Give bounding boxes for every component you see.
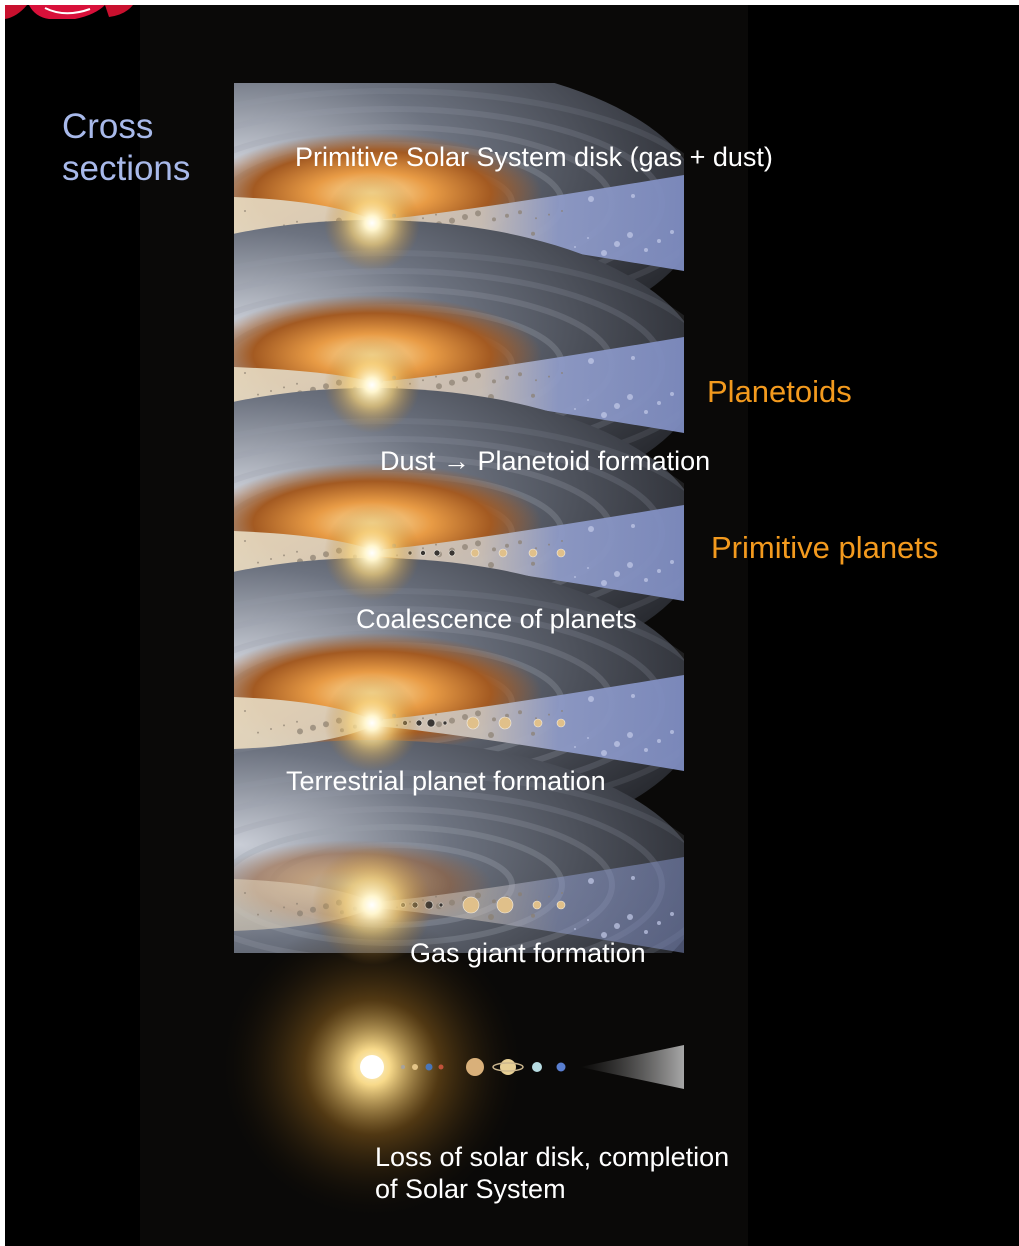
kuiper-belt	[580, 1045, 684, 1089]
disk-cross-section-4	[234, 675, 684, 771]
stage-label-gas-giant-formation: Gas giant formation	[410, 938, 646, 968]
final-planet-1	[401, 1065, 405, 1069]
planet-row3-4	[442, 720, 448, 726]
disk-cross-section-1	[234, 175, 684, 271]
disk-cross-section-2	[234, 337, 684, 433]
final-planet-4	[438, 1064, 444, 1070]
planet-row2-7	[528, 548, 538, 558]
planet-row4-7	[532, 900, 542, 910]
planet-row2-2	[420, 550, 426, 556]
sun-planetoid-formation	[324, 337, 420, 433]
disk-cross-section-3	[234, 505, 684, 601]
saturn-ring	[492, 1062, 524, 1072]
stage-label-completion-line2: of Solar System	[375, 1174, 566, 1205]
stage-label-terrestrial-formation: Terrestrial planet formation	[286, 766, 606, 796]
planet-row4-8	[556, 900, 566, 910]
planet-row2-5	[470, 548, 480, 558]
annotation-planetoids: Planetoids	[707, 374, 852, 409]
final-planet-2	[412, 1064, 418, 1070]
planet-row2-4	[448, 549, 456, 557]
stage-label-planetoid-formation: Dust → Planetoid formation	[380, 446, 711, 476]
slide: Cross sections Primitive Solar System di…	[5, 5, 1019, 1246]
cross-sections-title-line1: Cross	[62, 107, 154, 146]
sun-terrestrial-formation	[324, 675, 420, 771]
stage-label-coalescence: Coalescence of planets	[356, 604, 637, 634]
final-planet-5	[466, 1058, 484, 1076]
final-planet-6	[500, 1059, 516, 1075]
planet-row3-6	[498, 716, 512, 730]
planet-row3-5	[466, 716, 480, 730]
final-planet-8	[556, 1062, 566, 1072]
planet-row2-3	[433, 549, 441, 557]
cross-sections-title-line2: sections	[62, 149, 191, 188]
planet-row4-4	[438, 902, 444, 908]
stage-label-primitive-disk: Primitive Solar System disk (gas + dust)	[295, 142, 773, 172]
annotation-primitive-planets: Primitive planets	[711, 530, 939, 565]
planet-row3-8	[556, 718, 566, 728]
planet-row3-3	[426, 718, 436, 728]
stage-label-completion-line1: Loss of solar disk, completion	[375, 1142, 730, 1172]
sun-final	[360, 1055, 384, 1079]
disk-cross-section-5	[234, 857, 684, 953]
planet-row2-6	[498, 548, 508, 558]
stage-label-completion: Loss of solar disk, completion of Solar …	[375, 1141, 729, 1206]
sun-coalescence	[324, 505, 420, 601]
sun-primitive-disk	[324, 175, 420, 271]
planet-row2-8	[556, 548, 566, 558]
logo-fragment	[5, 5, 133, 19]
planet-row4-6	[496, 896, 514, 914]
final-planet-7	[532, 1062, 542, 1072]
final-planet-3	[425, 1063, 433, 1071]
planet-row3-7	[533, 718, 543, 728]
disk-evolution-illustration	[222, 83, 684, 1217]
cross-sections-title: Cross sections	[62, 106, 190, 190]
planet-row4-5	[462, 896, 480, 914]
